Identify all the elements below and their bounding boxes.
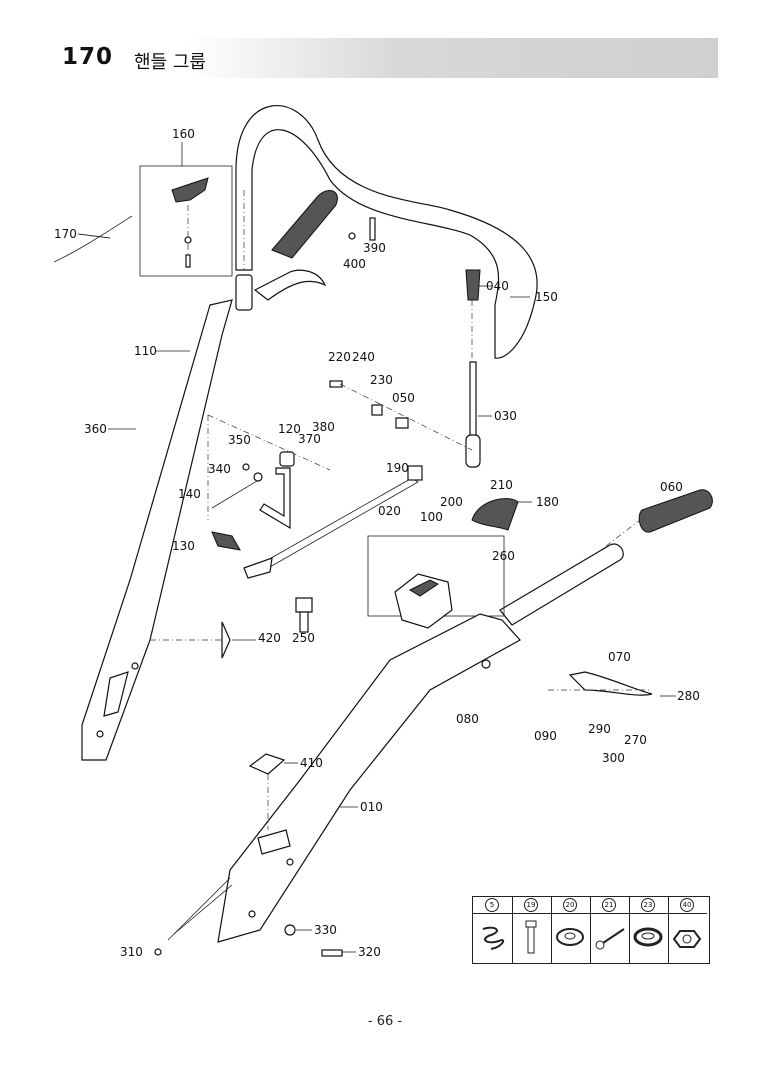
handle-bar-outer (235, 105, 538, 359)
legend-number: 19 (524, 898, 538, 912)
detail-box-160 (139, 165, 233, 277)
label-160: 160 (172, 127, 195, 141)
legend-number: 40 (680, 898, 694, 912)
legend-number: 23 (641, 898, 655, 912)
label-290: 290 (588, 722, 611, 736)
label-110: 110 (134, 344, 157, 358)
label-380: 380 (312, 420, 335, 434)
legend-col: 23 (629, 897, 669, 963)
label-340: 340 (208, 462, 231, 476)
label-090: 090 (534, 729, 557, 743)
label-330: 330 (314, 923, 337, 937)
label-100: 100 (420, 510, 443, 524)
legend-col: 19 (512, 897, 552, 963)
label-210: 210 (490, 478, 513, 492)
legend-col: 40 (668, 897, 707, 963)
label-400: 400 (343, 257, 366, 271)
section-title: 핸들 그룹 (134, 52, 206, 73)
label-310: 310 (120, 945, 143, 959)
spring-washer-icon (633, 927, 663, 947)
header-band (188, 38, 718, 78)
label-300: 300 (602, 751, 625, 765)
label-320: 320 (358, 945, 381, 959)
legend-col: 20 (551, 897, 591, 963)
label-370: 370 (298, 432, 321, 446)
label-220: 220 (328, 350, 351, 364)
upper-grip (271, 190, 338, 259)
label-120: 120 (278, 422, 301, 436)
label-080: 080 (456, 712, 479, 726)
label-150: 150 (535, 290, 558, 304)
label-270: 270 (624, 733, 647, 747)
legend-number: 20 (563, 898, 577, 912)
legend-number: 21 (602, 898, 616, 912)
label-060: 060 (660, 480, 683, 494)
label-350: 350 (228, 433, 251, 447)
legend-col: 21 (590, 897, 630, 963)
label-200: 200 (440, 495, 463, 509)
section-header: 170 핸들 그룹 (38, 38, 718, 78)
cotter-pin-icon (595, 928, 625, 950)
label-190: 190 (386, 461, 409, 475)
label-360: 360 (84, 422, 107, 436)
nut-icon (672, 930, 702, 948)
label-250: 250 (292, 631, 315, 645)
label-040: 040 (486, 279, 509, 293)
label-240: 240 (352, 350, 375, 364)
label-130: 130 (172, 539, 195, 553)
pin-icon (525, 920, 537, 954)
legend-col: 5 (473, 897, 513, 963)
label-030: 030 (494, 409, 517, 423)
spring-icon (482, 926, 505, 950)
section-number: 170 (62, 44, 114, 70)
label-020: 020 (378, 504, 401, 518)
frame-main (217, 613, 521, 943)
symbol-legend: 5 19 20 21 23 40 (472, 896, 710, 964)
legend-number: 5 (485, 898, 499, 912)
page-number: - 66 - (367, 1014, 403, 1029)
label-140: 140 (178, 487, 201, 501)
label-230: 230 (370, 373, 393, 387)
label-070: 070 (608, 650, 631, 664)
label-010: 010 (360, 800, 383, 814)
label-050: 050 (392, 391, 415, 405)
frame-left (81, 299, 233, 761)
label-260: 260 (492, 549, 515, 563)
label-180: 180 (536, 495, 559, 509)
label-390: 390 (363, 241, 386, 255)
label-420: 420 (258, 631, 281, 645)
label-410: 410 (300, 756, 323, 770)
label-170: 170 (54, 227, 77, 241)
washer-icon (556, 928, 584, 946)
label-280: 280 (677, 689, 700, 703)
